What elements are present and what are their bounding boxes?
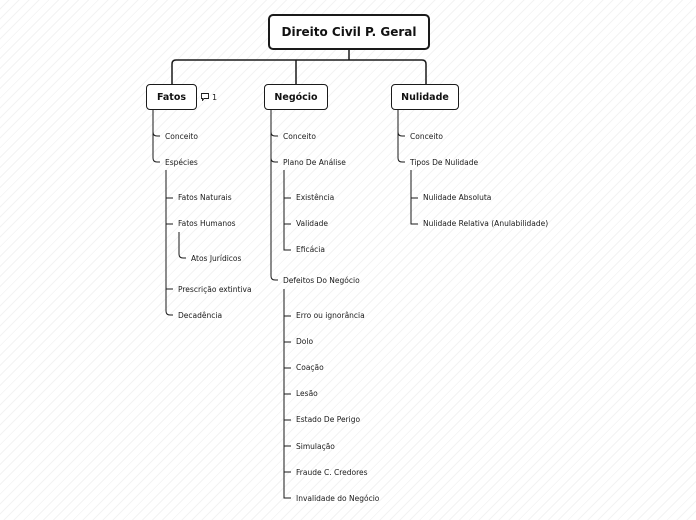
subtopic-nulidade-relativa[interactable]: Nulidade Relativa (Anulabilidade) [423, 219, 549, 228]
connector-nulidade-stem [397, 109, 405, 163]
subtopic-decadencia[interactable]: Decadência [178, 311, 223, 320]
comment-icon [201, 93, 209, 101]
subtopic-tipos-nulidade[interactable]: Tipos De Nulidade [410, 158, 479, 167]
subtopic-atos-juridicos[interactable]: Atos Jurídicos [191, 254, 242, 263]
subtopic-fatos-conceito[interactable]: Conceito [165, 132, 198, 141]
subtopic-negocio-conceito[interactable]: Conceito [283, 132, 316, 141]
subtopic-fraude[interactable]: Fraude C. Credores [296, 468, 368, 477]
subtopic-estado-perigo[interactable]: Estado De Perigo [296, 415, 361, 424]
connector-especies-stem [165, 170, 173, 316]
subtopic-fatos-naturais[interactable]: Fatos Naturais [178, 193, 232, 202]
topic-fatos[interactable]: Fatos [146, 84, 197, 110]
subtopic-eficacia[interactable]: Eficácia [296, 245, 325, 254]
topic-negocio[interactable]: Negócio [264, 84, 328, 110]
subtopic-plano-analise[interactable]: Plano De Análise [283, 158, 346, 167]
subtopic-lesao[interactable]: Lesão [296, 389, 318, 398]
note-marker[interactable]: 1 [201, 92, 217, 102]
connector-root-bus [171, 59, 427, 84]
connector-humanos-stem [178, 232, 186, 259]
subtopic-invalidade[interactable]: Invalidade do Negócio [296, 494, 380, 503]
topic-negocio-label: Negócio [274, 91, 318, 103]
subtopic-prescricao[interactable]: Prescrição extintiva [178, 285, 252, 294]
subtopic-dolo[interactable]: Dolo [296, 337, 314, 346]
subtopic-erro[interactable]: Erro ou ignorância [296, 311, 365, 320]
connector-nulidade-conceito [397, 131, 405, 137]
subtopic-defeitos-negocio[interactable]: Defeitos Do Negócio [283, 276, 360, 285]
connector-fatos-stem [152, 109, 160, 163]
subtopic-simulacao[interactable]: Simulação [296, 442, 335, 451]
subtopic-especies[interactable]: Espécies [165, 158, 198, 167]
connector-tipos-stem [410, 170, 418, 225]
subtopic-existencia[interactable]: Existência [296, 193, 335, 202]
note-count: 1 [212, 92, 218, 102]
connector-negocio-plano [270, 157, 278, 163]
root-topic-label: Direito Civil P. Geral [281, 25, 417, 39]
connector-plano-stem [283, 170, 291, 251]
connector-fatos-conceito [152, 131, 160, 137]
topic-nulidade-label: Nulidade [401, 91, 449, 103]
topic-nulidade[interactable]: Nulidade [391, 84, 459, 110]
subtopic-coacao[interactable]: Coação [296, 363, 324, 372]
connector-defeitos-stem [283, 289, 291, 499]
subtopic-fatos-humanos[interactable]: Fatos Humanos [178, 219, 236, 228]
subtopic-validade[interactable]: Validade [296, 219, 329, 228]
topic-fatos-label: Fatos [156, 91, 187, 103]
subtopic-nulidade-absoluta[interactable]: Nulidade Absoluta [423, 193, 492, 202]
connector-negocio-conceito [270, 131, 278, 137]
connector-negocio-stem [270, 109, 278, 281]
root-topic[interactable]: Direito Civil P. Geral [268, 14, 430, 50]
subtopic-nulidade-conceito[interactable]: Conceito [410, 132, 443, 141]
